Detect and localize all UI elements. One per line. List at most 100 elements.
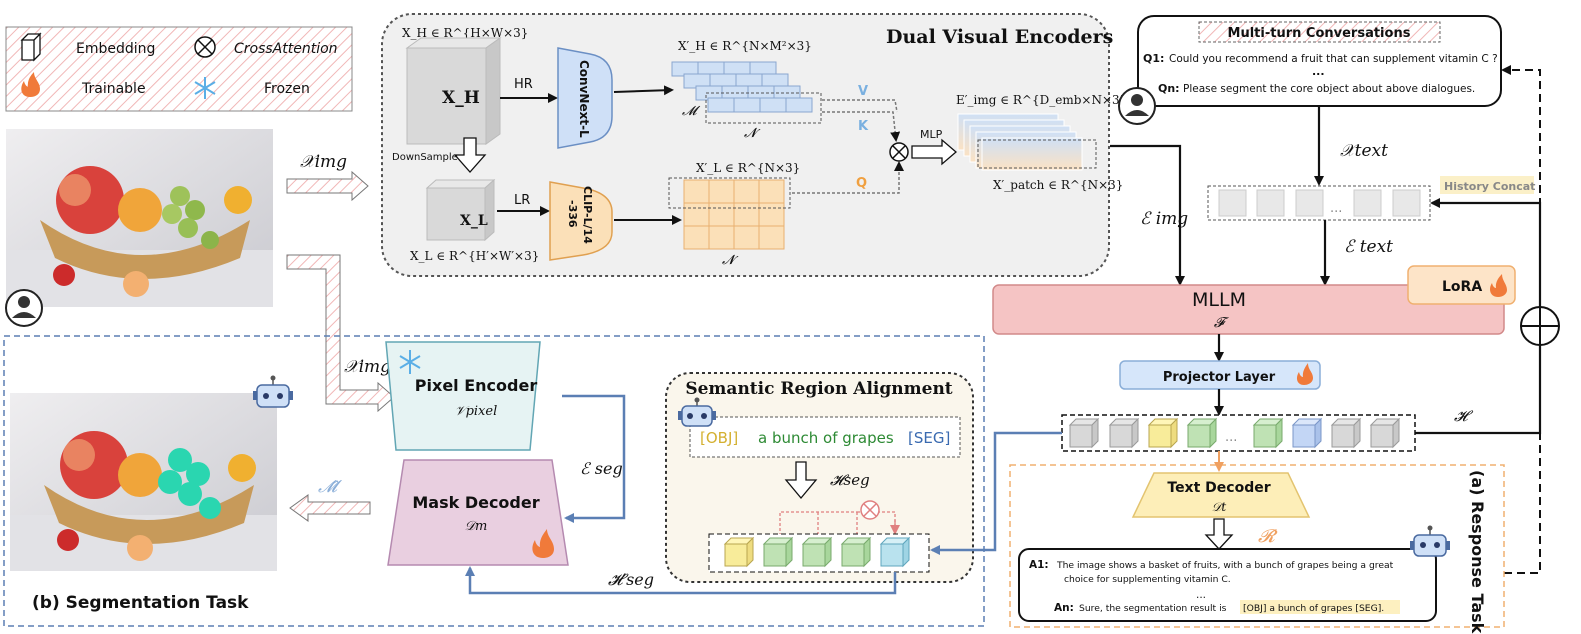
lr-label: LR — [514, 193, 530, 208]
xh-label: X_H — [442, 88, 480, 108]
xl-prime-formula: X′_L ∈ R^{N×3} — [696, 161, 800, 175]
answer-ellipsis: ... — [1196, 589, 1206, 601]
lora-flame-icon — [1490, 274, 1507, 297]
convnext-label: ConvNext-L — [577, 60, 591, 138]
flame-icon — [21, 72, 40, 97]
high-res-feature-grid — [671, 61, 813, 113]
clip-label-line1: CLIP-L/14 — [581, 186, 594, 244]
segmented-fruit-image — [10, 393, 277, 571]
a1-label: A1: — [1029, 559, 1049, 571]
text-decoder-block — [1131, 472, 1311, 518]
q1-label: Q1: — [1143, 52, 1164, 65]
e-img-arrow — [1110, 144, 1185, 286]
an-label: An: — [1054, 602, 1074, 614]
multi-turn-conversation-box: Multi-turn Conversations Q1: Could you r… — [1137, 15, 1502, 107]
image-to-encoders-arrow — [286, 170, 369, 202]
clip-encoder — [549, 181, 613, 261]
segmentation-robot-icon — [253, 375, 293, 408]
e-text-label: ℰ text — [1344, 237, 1393, 257]
xh-prime-formula: X′_H ∈ R^{N×M²×3} — [678, 39, 812, 53]
snowflake-icon — [194, 77, 216, 99]
response-feedback-line — [1501, 65, 1541, 574]
qn-text: Please segment the core object about abo… — [1183, 83, 1475, 95]
obj-tag: [OBJ] — [700, 429, 738, 447]
semantic-robot-icon — [678, 397, 716, 427]
mask-decoder-symbol: 𝒟m — [465, 519, 488, 534]
conversation-ellipsis: ... — [1312, 65, 1325, 78]
low-res-selection — [668, 177, 791, 209]
e-seg-label: ℰ seg — [580, 459, 623, 478]
mllm-block — [992, 284, 1505, 335]
downsample-arrow — [453, 137, 487, 173]
projector-flame-icon — [1296, 363, 1313, 385]
history-concat-label: History Concat — [1444, 180, 1535, 193]
text-decoder-label: Text Decoder — [1167, 480, 1270, 496]
xl-cube — [425, 178, 496, 242]
response-task-label: (a) Response Task — [1468, 470, 1487, 634]
output-token-sequence: ... — [1061, 414, 1416, 452]
e-seg-arrow — [562, 394, 626, 523]
h-label: 𝓗 — [1454, 407, 1474, 425]
image-to-pixel-encoder-arrow — [286, 254, 395, 413]
r-hat-label: 𝓡̂ — [1258, 526, 1278, 547]
svg-text:...: ... — [1225, 430, 1237, 445]
pixel-encoder-block — [385, 341, 541, 451]
concat-plus-icon — [1520, 306, 1560, 346]
an-text: Sure, the segmentation result is — [1079, 603, 1227, 614]
downsample-label: DownSample — [392, 152, 458, 163]
semantic-title: Semantic Region Alignment — [685, 379, 952, 399]
projector-label: Projector Layer — [1163, 370, 1276, 385]
segmentation-task-panel — [3, 335, 985, 627]
v-path — [822, 99, 898, 113]
an-highlight: [OBJ] a bunch of grapes [SEG]. — [1243, 603, 1384, 614]
mlp-label: MLP — [920, 128, 943, 141]
a1-line1: The image shows a basket of fruits, with… — [1056, 560, 1394, 571]
decoder-out-arrow — [1204, 518, 1234, 550]
v-label: V — [858, 84, 868, 99]
m-hat-label: 𝓜̂ — [318, 477, 342, 497]
q-label: Q — [856, 176, 867, 191]
lora-label: LoRA — [1442, 279, 1482, 295]
m-label: 𝓜 — [682, 104, 701, 119]
legend: Embedding CrossAttention Trainable Froze… — [5, 26, 353, 112]
embedding-icon — [20, 32, 42, 62]
high-res-selection — [705, 92, 822, 124]
pixel-encoder-label: Pixel Encoder — [415, 376, 538, 395]
response-task-panel: (a) Response Task — [1009, 464, 1505, 634]
k-label: K — [858, 119, 869, 134]
e-img-label: ℰ img — [1140, 209, 1188, 229]
seg-tag: [SEG] — [908, 429, 950, 447]
qn-label: Qn: — [1158, 82, 1180, 95]
text-decoder-symbol: 𝒟t — [1212, 500, 1227, 514]
pixel-encoder-symbol: 𝒱pixel — [455, 404, 498, 419]
x-patch-formula: X′_patch ∈ R^{N×3} — [993, 178, 1123, 192]
h-seg-prime-label: 𝓗′seg — [608, 570, 654, 589]
encoders-title: Dual Visual Encoders — [886, 26, 1113, 48]
alignment-cross-icon — [860, 500, 880, 520]
mask-decoder-block — [387, 459, 569, 566]
patch-selection — [977, 139, 1097, 169]
semantic-region-alignment-panel: Semantic Region Alignment [OBJ] a bunch … — [665, 372, 974, 583]
patch-embedding-stack — [957, 113, 1083, 171]
q1-text: Could you recommend a fruit that can sup… — [1169, 53, 1498, 65]
xl-formula: X_L ∈ R^{H′×W′×3} — [410, 249, 539, 263]
xl-label: X_L — [460, 213, 488, 229]
h-seg-label: 𝓗seg — [830, 471, 870, 489]
hr-label: HR — [514, 77, 533, 92]
h-feedback-line — [1415, 345, 1542, 435]
response-robot-icon — [1410, 525, 1450, 557]
clip-label-line2: -336 — [566, 200, 579, 228]
h-seg-prime-arrow — [465, 566, 897, 595]
mask-output-arrow — [289, 494, 371, 522]
legend-cross-attention-label: CrossAttention — [234, 41, 338, 57]
input-fruit-image — [6, 129, 273, 307]
k-path — [822, 111, 901, 142]
legend-trainable-label: Trainable — [81, 81, 146, 97]
lora-adapter — [1407, 265, 1516, 305]
grapes-phrase: a bunch of grapes — [758, 429, 894, 447]
text-token-sequence: ... — [1207, 185, 1431, 221]
convnext-encoder — [557, 47, 613, 149]
x-img-mid-label: 𝒳img — [344, 357, 391, 377]
user-avatar-icon — [5, 289, 43, 327]
